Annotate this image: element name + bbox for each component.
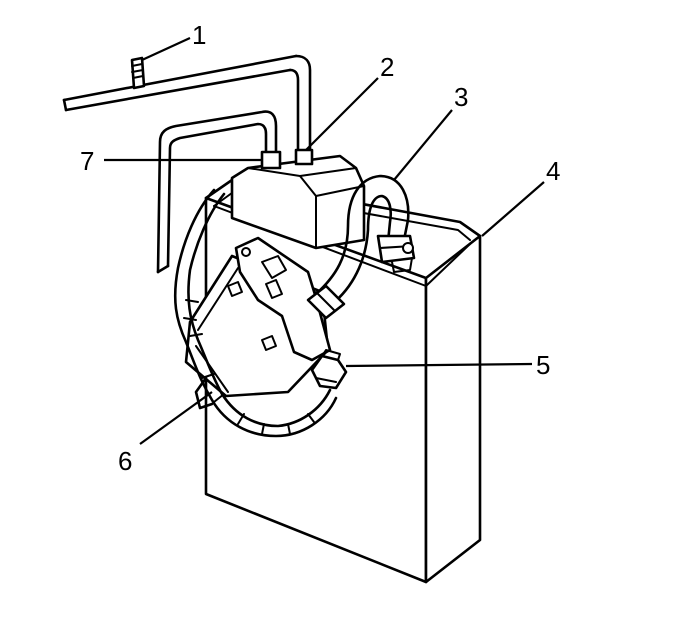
- leader-lines: [104, 37, 545, 445]
- callout-6: 6: [118, 446, 132, 476]
- callout-labels: 1 2 3 4 5 6 7: [80, 20, 560, 476]
- wiring-harness: [173, 188, 338, 438]
- callout-2: 2: [380, 52, 394, 82]
- callout-1: 1: [192, 20, 206, 50]
- callout-4: 4: [546, 156, 560, 186]
- electrical-connector: [310, 349, 348, 390]
- callout-3: 3: [454, 82, 468, 112]
- vacuum-hose: [306, 174, 416, 320]
- callout-5: 5: [536, 350, 550, 380]
- callout-7: 7: [80, 146, 94, 176]
- vapor-pipes: [62, 54, 314, 274]
- purge-solenoid: [184, 236, 332, 398]
